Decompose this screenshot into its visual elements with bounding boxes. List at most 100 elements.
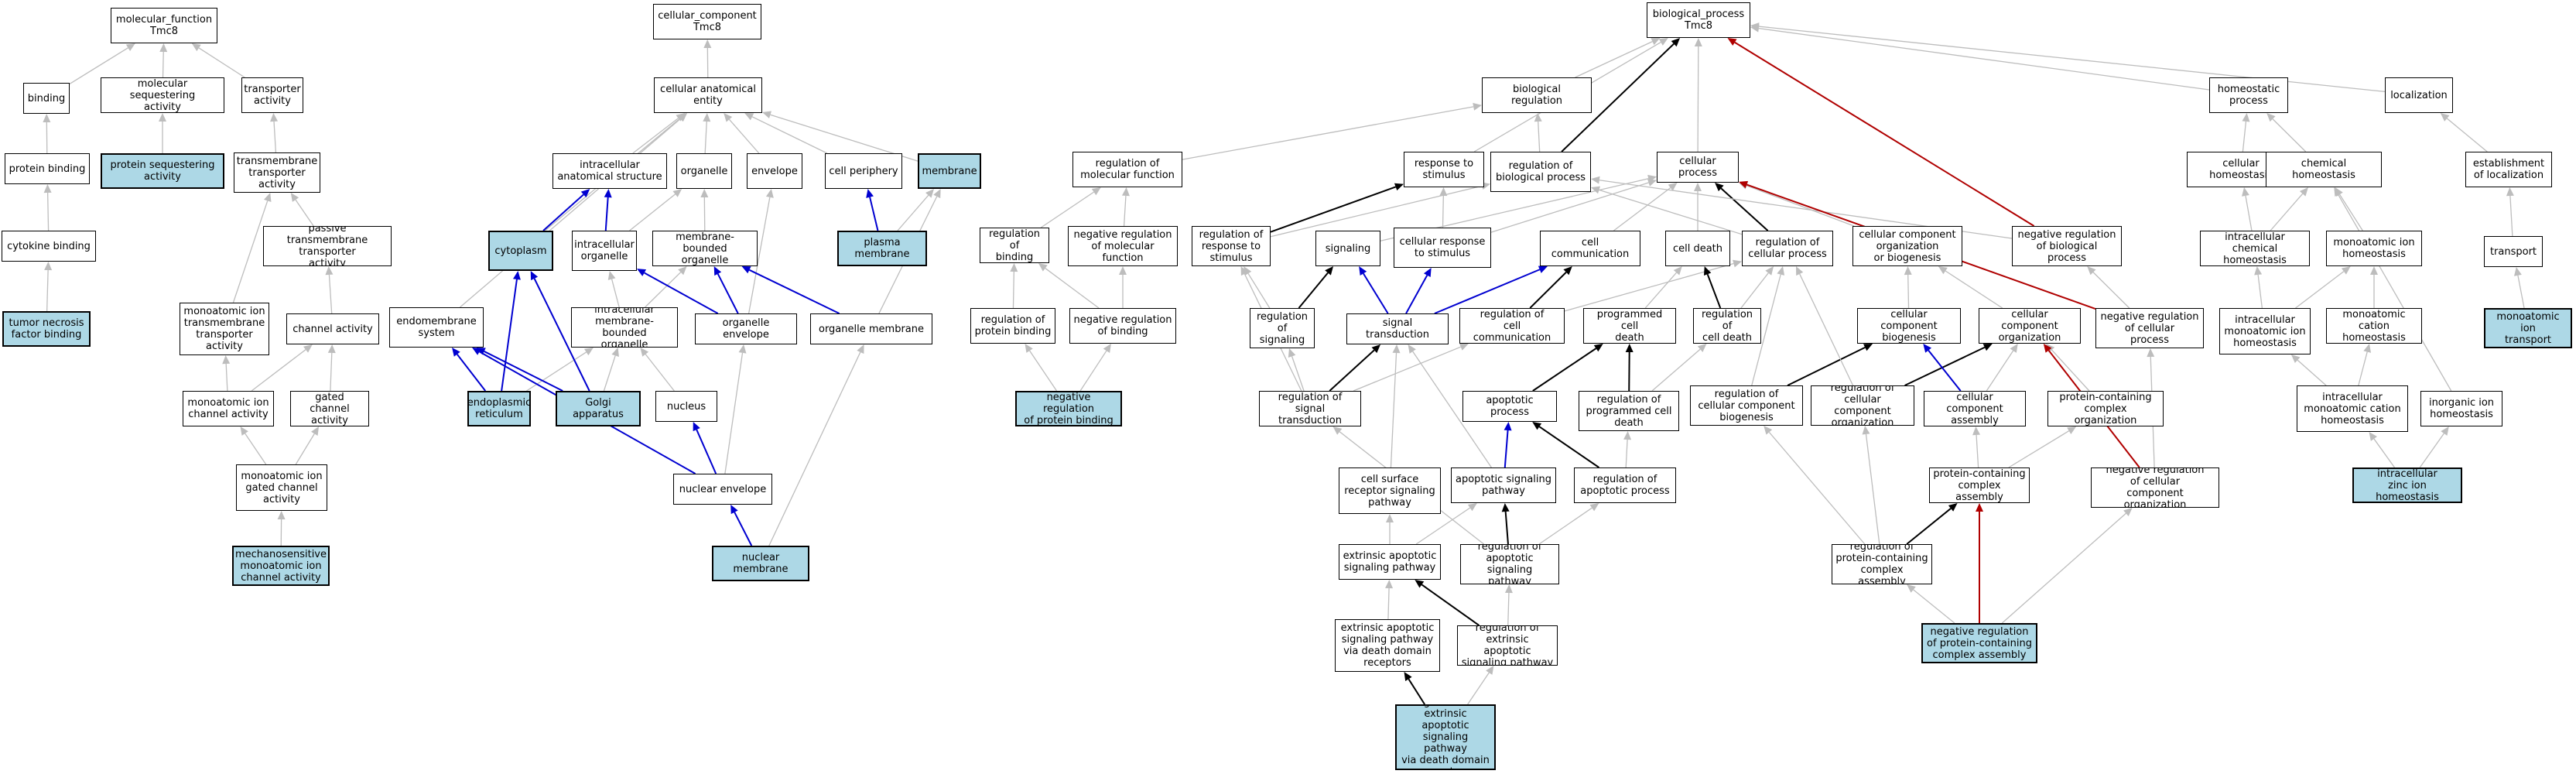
go-term-ccbio: cellular component biogenesis — [1857, 308, 1961, 344]
edge-transport-to-estloc — [2509, 195, 2513, 237]
go-term-organelle: organelle — [676, 153, 732, 189]
edge-ias-to-cae — [632, 118, 679, 154]
go-term-cc: cellular_component Tmc8 — [653, 4, 761, 39]
go-term-ccorg: cellular component organization — [1979, 308, 2081, 344]
edge-moigated-to-moichan — [245, 433, 267, 465]
arrowhead-regapopsig-to-apopsig — [1501, 503, 1510, 512]
edge-estloc-to-local — [2446, 118, 2488, 152]
edge-regapop-to-regpcd — [1625, 439, 1628, 468]
go-term-signaling: signaling — [1315, 231, 1380, 266]
arrowhead-negregpcass-to-regpcass — [1907, 584, 1916, 593]
go-term-molseq: molecular sequestering activity — [101, 77, 224, 113]
arrowhead-intmoi-to-intchem — [2254, 266, 2263, 276]
arrowhead-regbp-to-bioreg — [1534, 113, 1542, 122]
edge-regccorg-to-ccorg — [1904, 346, 1986, 386]
go-term-sigtrans: signal transduction — [1346, 313, 1449, 344]
edge-regext-to-extapop — [1421, 584, 1480, 626]
arrowhead-protseq-to-molseq — [159, 113, 166, 122]
go-term-tnf: tumor necrosis factor binding — [2, 311, 91, 347]
edge-cellproc-to-bp — [1697, 46, 1699, 152]
edge-regextdd-to-extdd — [1408, 678, 1425, 705]
go-term-ias: intracellular anatomical structure — [552, 153, 667, 189]
arrowhead-regmf-to-bioreg — [1473, 102, 1482, 111]
arrowhead-regst-to-sigtrans — [1371, 344, 1381, 354]
arrowhead-protbind-to-binding — [43, 114, 51, 123]
edge-regst-to-regsig — [1291, 356, 1305, 392]
arrowhead-regccbio-to-ccbio — [1863, 344, 1873, 351]
arrowhead-bioreg-to-bp — [1651, 38, 1661, 46]
arrowhead-intchem-to-chemhomeo — [2299, 187, 2308, 197]
arrowhead-moigated-to-moichan — [240, 426, 248, 436]
arrowhead-resp-to-bp — [1658, 38, 1668, 46]
arrowhead-regcd-to-celldeath — [1703, 266, 1712, 276]
edge-moitm-to-tmtrans — [232, 200, 269, 303]
arrowhead-transporter-to-mf — [191, 43, 201, 52]
edge-apopsig-to-sigtrans — [1412, 351, 1492, 468]
edge-homeo-to-bp — [1758, 27, 2210, 91]
go-term-moitransport: monoatomic ion transport — [2484, 308, 2572, 348]
go-term-transporter: transporter activity — [241, 77, 303, 113]
go-term-regpb: regulation of protein binding — [970, 308, 1055, 344]
edge-negregbind-to-regbind — [1045, 268, 1100, 309]
arrowhead-intmoication-to-intmoi — [2290, 354, 2301, 364]
arrowhead-apopsig-to-sigtrans — [1408, 344, 1416, 354]
edge-binding-to-mf — [69, 47, 128, 85]
arrowhead-extapop-to-cellsurf — [1386, 514, 1394, 522]
edge-inorg-to-chemhomeo — [2338, 194, 2452, 392]
edge-cellcomm-to-cellproc — [1613, 187, 1671, 231]
arrowhead-sigtrans-to-signaling — [1359, 266, 1367, 276]
arrowhead-er-to-cytoplasm — [512, 271, 521, 280]
arrowhead-regccorg-to-regcp — [1795, 266, 1804, 276]
arrowhead-regpb-to-regbind — [1010, 263, 1018, 272]
go-term-regccorg: regulation of cellular component organiz… — [1811, 385, 1914, 426]
arrowhead-regapop-to-regpcd — [1623, 431, 1632, 440]
arrowhead-regextdd-to-extdd — [1404, 672, 1412, 681]
arrowhead-regapopsig-to-regapop — [1589, 503, 1599, 512]
edge-sigtrans-to-signaling — [1363, 272, 1389, 314]
arrowhead-nucenv-to-orgenv — [738, 344, 747, 354]
arrowhead-regst-to-regsig — [1288, 348, 1296, 358]
go-term-regcc: regulation of cell communication — [1459, 308, 1565, 344]
edge-intchem-to-chemhomeo — [2270, 193, 2304, 231]
go-term-mbo: membrane-bounded organelle — [652, 231, 758, 266]
edge-cytbind-to-protbind — [46, 192, 50, 231]
arrowhead-regst-to-regcc — [1459, 343, 1469, 351]
arrowhead-intmoication-to-moication — [2363, 344, 2372, 353]
edge-ccass-to-ccbio — [1928, 349, 1962, 392]
edge-orgenv-to-envelope — [747, 197, 771, 314]
go-term-endosys: endomembrane system — [389, 307, 484, 348]
edge-regmf-to-bioreg — [1182, 106, 1474, 160]
edge-orgenv-to-mbo — [717, 273, 739, 314]
arrowhead-local-to-bp — [1750, 22, 1760, 31]
go-term-homeo: homeostatic process — [2209, 77, 2288, 113]
arrowhead-negregpb-to-regpb — [1025, 344, 1033, 353]
arrowhead-sigtrans-to-cellresp — [1423, 268, 1432, 278]
edge-periphery-to-cae — [751, 116, 828, 154]
edge-local-to-bp — [1758, 26, 2386, 93]
edge-regcp-to-cellproc — [1720, 187, 1769, 231]
edge-er-to-imbo — [526, 351, 587, 392]
edge-nucenv-to-nucleus — [696, 429, 717, 474]
go-term-tmtrans: transmembrane transporter activity — [234, 152, 320, 193]
edge-intorg-to-ias — [604, 197, 609, 231]
edge-intmoication-to-intmoi — [2297, 359, 2327, 386]
go-term-chemhomeo: chemical homeostasis — [2266, 152, 2382, 187]
arrowhead-envelope-to-cae — [724, 113, 733, 122]
edge-intorg-to-organelle — [629, 194, 676, 231]
go-term-regext: regulation of extrinsic apoptotic signal… — [1457, 625, 1558, 666]
edge-nucenv-to-orgenv — [724, 352, 744, 474]
go-term-intmoication: intracellular monoatomic cation homeosta… — [2297, 385, 2408, 432]
go-term-extapop: extrinsic apoptotic signaling pathway — [1339, 544, 1441, 580]
arrowhead-regpcass-to-pcass — [1948, 503, 1958, 512]
arrowhead-imbo-to-intorg — [607, 271, 616, 280]
edge-regext-to-regapopsig — [1507, 592, 1510, 626]
edge-regbind-to-regmf — [1040, 191, 1094, 228]
arrowhead-tmtrans-to-transporter — [270, 113, 279, 122]
go-term-moichan: monoatomic ion channel activity — [183, 391, 274, 426]
go-term-regmf: regulation of molecular function — [1072, 152, 1182, 187]
edge-negregcp-to-negregbp — [2092, 272, 2130, 309]
edge-negregpb-to-regpb — [1029, 350, 1058, 392]
edge-regpcass-to-regccorg — [1865, 433, 1880, 545]
go-term-regapop: regulation of apoptotic process — [1574, 467, 1676, 503]
go-term-negregcp: negative regulation of cellular process — [2095, 308, 2204, 348]
